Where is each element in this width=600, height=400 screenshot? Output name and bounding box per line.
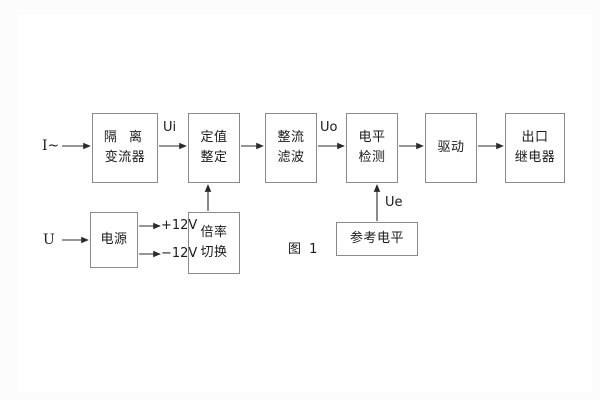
block-level-detection: 电平 检测 <box>346 113 398 183</box>
label-signal-ui: Ui <box>163 120 177 135</box>
block-isolation-line-1: 隔 离 <box>103 129 147 145</box>
block-multiplier-switch: 倍率 切换 <box>188 212 240 274</box>
block-multiplier-line-1: 倍率 <box>200 224 228 240</box>
block-multiplier-line-2: 切换 <box>200 245 228 260</box>
label-current-input: I~ <box>42 138 60 154</box>
figure-caption: 图 1 <box>288 242 320 257</box>
block-output-line-1: 出口 <box>521 129 549 145</box>
block-power-supply: 电源 <box>90 212 138 268</box>
block-isolation-transformer: 隔 离 变流器 <box>92 113 158 183</box>
label-voltage-input: U <box>43 232 55 248</box>
block-rectifier-line-1: 整流 <box>277 129 305 145</box>
block-setting-line-2: 整定 <box>200 150 228 165</box>
block-level-line-2: 检测 <box>358 150 386 165</box>
block-drive-line-1: 驱动 <box>437 139 465 155</box>
block-reference-line-1: 参考电平 <box>349 230 404 246</box>
block-setting-value: 定值 整定 <box>188 113 240 183</box>
block-rectifier-line-2: 滤波 <box>277 150 305 165</box>
block-rectifier-filter: 整流 滤波 <box>265 113 317 183</box>
block-reference-level: 参考电平 <box>336 222 418 256</box>
block-setting-line-1: 定值 <box>200 129 228 145</box>
label-signal-ue: Ue <box>385 195 403 210</box>
block-power-line-1: 电源 <box>100 231 128 247</box>
label-rail-negative: −12V <box>161 246 198 261</box>
block-output-line-2: 继电器 <box>514 150 556 165</box>
block-isolation-line-2: 变流器 <box>104 150 146 165</box>
label-rail-positive: +12V <box>161 218 198 233</box>
label-signal-uo: Uo <box>320 120 338 135</box>
block-level-line-1: 电平 <box>358 129 386 145</box>
block-output-relay: 出口 继电器 <box>505 113 565 183</box>
block-drive: 驱动 <box>425 113 477 183</box>
